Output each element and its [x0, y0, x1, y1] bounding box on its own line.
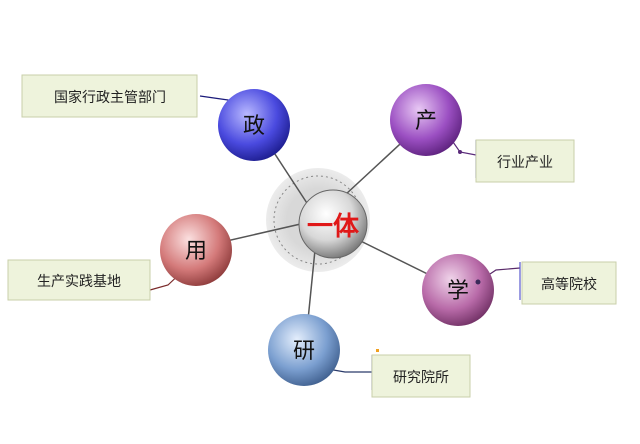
- sphere-yan: [268, 314, 340, 386]
- char-yong: 用: [185, 239, 207, 264]
- char-zheng: 政: [243, 114, 265, 139]
- label-yong: 生产实践基地: [37, 273, 121, 290]
- label-xue: 高等院校: [541, 276, 597, 293]
- center-label: 一体: [307, 212, 360, 242]
- label-yan: 研究院所: [393, 370, 449, 386]
- label-box-chan: [475, 139, 575, 183]
- char-chan: 产: [415, 109, 437, 134]
- label-box-xue: [521, 261, 617, 305]
- sphere-chan: [390, 84, 462, 156]
- char-xue: 学: [447, 279, 469, 304]
- label-box-yong: [7, 259, 151, 301]
- label-box-yan: [371, 354, 471, 398]
- sphere-yong: [160, 214, 232, 286]
- label-zheng: 国家行政主管部门: [54, 89, 166, 106]
- center-sphere: [298, 189, 368, 259]
- label-box-zheng: [21, 74, 198, 118]
- sphere-zheng: [218, 89, 290, 161]
- char-yan: 研: [293, 339, 315, 364]
- label-chan: 行业产业: [497, 155, 553, 171]
- accent-dot: [376, 349, 379, 352]
- sphere-xue: [422, 254, 494, 326]
